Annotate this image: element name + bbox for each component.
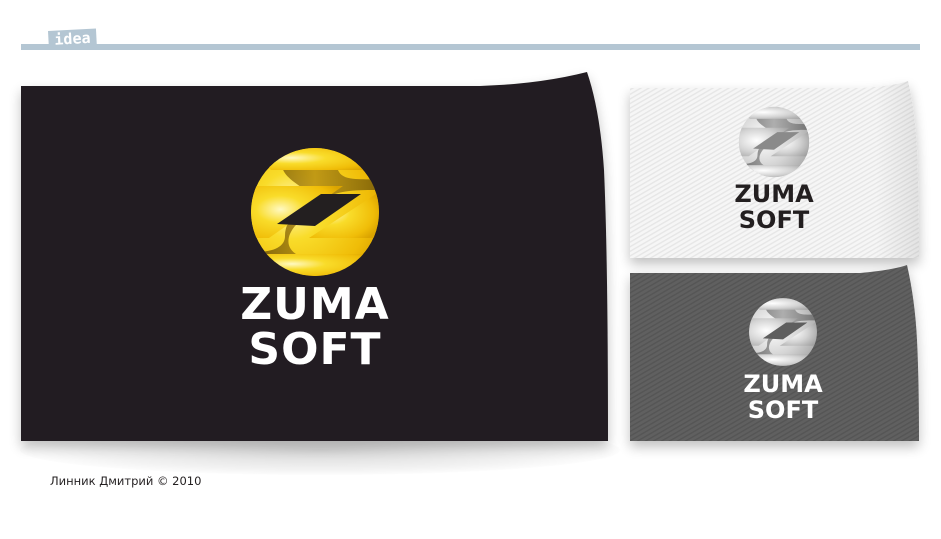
author-credit: Линник Дмитрий © 2010	[50, 474, 202, 488]
dark-card-title-line1: ZUMA	[240, 279, 390, 330]
gold-emblem-icon	[251, 148, 379, 276]
dark-card-title-line2: SOFT	[248, 324, 382, 375]
silver-emblem-gray-icon	[749, 298, 817, 366]
header-bar	[21, 44, 920, 50]
silver-emblem-light-icon	[738, 106, 810, 178]
light-card-title-line1: ZUMA	[734, 180, 814, 208]
light-card-title-line2: SOFT	[738, 206, 810, 234]
gray-card-title-line1: ZUMA	[743, 370, 823, 398]
gray-card-title-line2: SOFT	[747, 396, 819, 424]
